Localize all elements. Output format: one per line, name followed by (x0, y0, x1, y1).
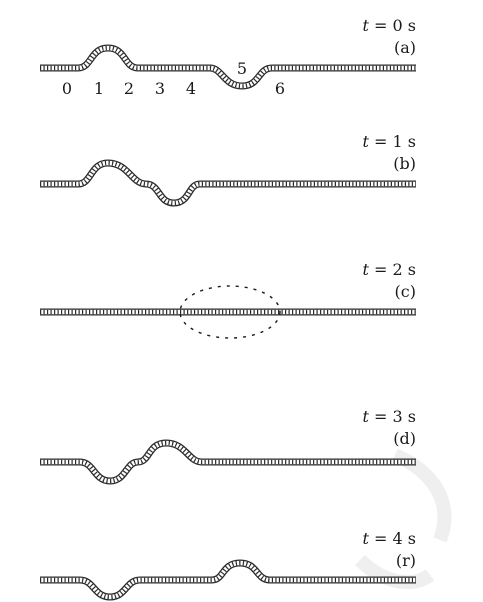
position-label-5: 5 (237, 59, 247, 78)
rope-b (40, 159, 416, 207)
time-label-d: t = 3 s (363, 407, 417, 426)
position-label-3: 3 (155, 79, 165, 98)
panel-tag-c: (c) (395, 282, 416, 301)
time-label-a: t = 0 s (363, 16, 417, 35)
panel-tag-b: (b) (393, 154, 416, 173)
time-label-e: t = 4 s (363, 529, 417, 548)
rope-a (40, 44, 416, 90)
panel-c: t = 2 s (c) (40, 260, 417, 339)
panel-b: t = 1 s (b) (40, 132, 417, 207)
position-label-0: 0 (62, 79, 72, 98)
panel-d: t = 3 s (d) (40, 407, 417, 485)
position-label-2: 2 (124, 79, 134, 98)
position-label-1: 1 (94, 79, 104, 98)
panel-tag-d: (d) (393, 429, 416, 448)
panel-tag-e: (r) (396, 551, 416, 570)
panel-tag-a: (a) (394, 38, 416, 57)
position-labels: 0 1 2 3 4 5 6 (62, 59, 285, 98)
time-label-b: t = 1 s (363, 132, 417, 151)
rope-d (40, 439, 416, 485)
time-label-c: t = 2 s (363, 260, 417, 279)
rope-e (40, 559, 416, 601)
panel-e: t = 4 s (r) (40, 529, 417, 601)
overlap-region-outline (179, 285, 281, 339)
panel-a: t = 0 s (a) 0 1 2 3 4 5 6 (40, 16, 416, 98)
position-label-4: 4 (186, 79, 196, 98)
position-label-6: 6 (275, 79, 285, 98)
